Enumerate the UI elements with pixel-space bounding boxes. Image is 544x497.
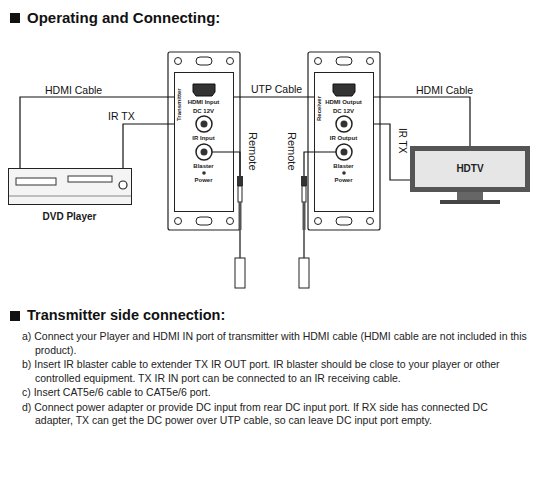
heading: Operating and Connecting: [27, 9, 220, 26]
node-label: Blaster [315, 163, 372, 170]
plate-title: Transmitter [176, 88, 182, 121]
audio-jack [201, 149, 208, 156]
dvd-trim [8, 196, 132, 197]
screw-slot [196, 57, 212, 65]
plug [301, 176, 307, 186]
screw-hole [227, 218, 234, 225]
instruction-step: a) Connect your Player and HDMI IN port … [22, 330, 527, 357]
dvd-tray [68, 176, 112, 182]
tv-stand [440, 200, 500, 204]
heading-square [10, 13, 20, 23]
cable-line [234, 96, 314, 97]
power-led [342, 171, 346, 175]
instruction-step: d) Connect power adapter or provide DC i… [22, 401, 527, 428]
node-label: Blaster [175, 163, 232, 170]
screw-slot [196, 217, 212, 225]
cable-line [123, 124, 174, 168]
node-label: IR Input [175, 135, 232, 142]
cable-line [20, 97, 174, 168]
node-label: Power [175, 177, 232, 184]
dvd-player: DVD Player [8, 168, 132, 205]
audio-jack [341, 121, 348, 128]
remote-cable [303, 230, 304, 258]
audio-jack [196, 116, 212, 132]
screw-hole [175, 58, 182, 65]
cable-label: IR TX [108, 110, 135, 122]
transmitter-plate: TransmitterHDMI Input DC 12V IR InputBlast… [174, 72, 234, 212]
wall-plate [168, 52, 240, 230]
node-label: Power [315, 177, 372, 184]
cable-label: HDMI Cable [416, 84, 473, 96]
ir-eye [235, 258, 245, 288]
ir-eye [299, 258, 309, 288]
cable-line [374, 97, 470, 146]
cable-label: HDMI Cable [45, 84, 102, 96]
audio-jack [336, 116, 352, 132]
screw-hole [175, 218, 182, 225]
audio-jack [341, 149, 348, 156]
node-label: DVD Player [9, 211, 130, 222]
hdtv: HDTV [410, 146, 530, 192]
node-label: HDMI Input [175, 99, 232, 106]
section-heading: Transmitter side connection: [27, 307, 225, 323]
cable-label: Remote [247, 132, 259, 171]
cable-label: Remote [286, 132, 298, 171]
instructions: a) Connect your Player and HDMI IN port … [22, 330, 527, 429]
tv-stand [457, 192, 483, 200]
screw-hole [315, 218, 322, 225]
cable-line [374, 124, 410, 180]
hdmi-port [333, 84, 355, 96]
dvd-display [16, 178, 56, 185]
ir-window [119, 181, 127, 189]
node-label: DC 12V [315, 108, 372, 115]
plate-title: Receiver [316, 96, 322, 121]
node-label: DC 12V [175, 108, 232, 115]
remote-cable [304, 152, 336, 176]
node-label: HDMI Output [315, 99, 372, 106]
screw-slot [336, 217, 352, 225]
screw-hole [315, 58, 322, 65]
screw-slot [336, 57, 352, 65]
plug [238, 186, 242, 202]
audio-jack [196, 144, 212, 160]
dvd-body [8, 168, 132, 205]
screw-hole [367, 218, 374, 225]
receiver-plate: ReceiverHDMI Output DC 12V IR OutputBlaste… [314, 72, 374, 212]
plug [239, 202, 242, 230]
instruction-step: c) Insert CAT5e/6 cable to CAT5e/6 port. [22, 386, 527, 400]
cable-label: IR TX [397, 128, 408, 153]
heading-square [10, 311, 20, 321]
remote-cable [239, 230, 240, 258]
power-led [202, 171, 206, 175]
wall-plate [308, 52, 380, 230]
instruction-step: b) Insert IR blaster cable to extender T… [22, 358, 527, 385]
remote-cable [212, 152, 240, 176]
hdmi-port [193, 84, 215, 96]
plug [302, 186, 306, 202]
plug [237, 176, 243, 186]
node-label: IR Output [315, 135, 372, 142]
screw-hole [227, 58, 234, 65]
cable-label: UTP Cable [251, 83, 302, 95]
screw-hole [367, 58, 374, 65]
audio-jack [201, 121, 208, 128]
audio-jack [336, 144, 352, 160]
node-label: HDTV [415, 151, 525, 187]
plug [303, 202, 306, 230]
